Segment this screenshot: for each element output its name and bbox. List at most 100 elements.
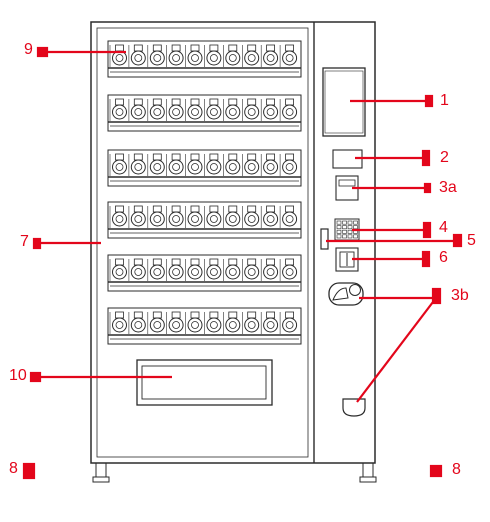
keypad-key xyxy=(336,234,342,239)
product-slot xyxy=(260,258,279,281)
keypad-key xyxy=(353,220,358,225)
product-slot xyxy=(242,258,260,281)
product-slot xyxy=(147,98,165,121)
product-slot xyxy=(279,205,298,228)
callout-8-right: 8 xyxy=(452,461,461,478)
product-slot xyxy=(223,205,241,228)
keypad-key xyxy=(342,229,347,234)
product-slot xyxy=(109,205,127,228)
product-slot xyxy=(109,153,127,176)
product-slot xyxy=(260,205,279,228)
product-slot xyxy=(128,205,146,228)
product-slot xyxy=(242,153,260,176)
product-slot xyxy=(279,258,298,281)
product-slot xyxy=(166,98,184,121)
product-slot xyxy=(223,153,241,176)
keypad-key xyxy=(336,229,342,234)
callout-6: 6 xyxy=(439,249,448,266)
keypad-key xyxy=(342,225,347,230)
callout-10: 10 xyxy=(9,367,27,384)
marker-8-right xyxy=(429,464,443,478)
product-slot xyxy=(147,258,165,281)
change-cup xyxy=(342,398,366,417)
product-slot xyxy=(185,311,203,334)
shelf xyxy=(107,201,302,239)
product-slot xyxy=(242,311,260,334)
callout-leaders xyxy=(22,46,463,480)
shelf xyxy=(107,94,302,132)
product-slot xyxy=(147,205,165,228)
product-slot xyxy=(279,98,298,121)
product-slot xyxy=(279,311,298,334)
product-slot xyxy=(147,153,165,176)
leveling-foot-left xyxy=(92,462,110,483)
lock xyxy=(320,228,329,250)
pickup-bin xyxy=(136,359,273,406)
product-slot xyxy=(109,311,127,334)
product-slot xyxy=(260,44,279,67)
callout-3b: 3b xyxy=(451,287,469,304)
product-slot xyxy=(204,258,222,281)
product-slot xyxy=(166,258,184,281)
product-slot xyxy=(223,44,241,67)
product-slot xyxy=(260,98,279,121)
leader-3b-cup xyxy=(356,297,437,403)
callout-2: 2 xyxy=(440,149,449,166)
shelf xyxy=(107,307,302,345)
callout-7: 7 xyxy=(20,233,29,250)
product-slot xyxy=(223,258,241,281)
shelf xyxy=(107,40,302,78)
product-slot xyxy=(185,258,203,281)
product-slot xyxy=(223,98,241,121)
product-slot xyxy=(109,44,127,67)
product-slot xyxy=(242,44,260,67)
keypad-key xyxy=(347,225,353,230)
product-slot xyxy=(166,44,184,67)
product-slot xyxy=(260,153,279,176)
product-slot xyxy=(109,258,127,281)
callout-8-left: 8 xyxy=(9,460,18,477)
callout-3a: 3a xyxy=(439,179,457,196)
product-slot xyxy=(147,44,165,67)
marker-8-left xyxy=(22,462,36,480)
keypad-key xyxy=(347,229,353,234)
product-slot xyxy=(166,311,184,334)
keypad-key xyxy=(342,220,347,225)
keypad-key xyxy=(342,234,347,239)
cabinet xyxy=(90,21,376,464)
product-slot xyxy=(128,44,146,67)
product-slot xyxy=(185,44,203,67)
shelf xyxy=(107,254,302,292)
product-slot xyxy=(204,98,222,121)
product-slot xyxy=(166,153,184,176)
callout-5: 5 xyxy=(467,232,476,249)
product-slot xyxy=(223,311,241,334)
product-slot xyxy=(204,153,222,176)
product-shelves xyxy=(107,40,302,345)
product-slot xyxy=(242,205,260,228)
product-slot xyxy=(109,98,127,121)
callout-4: 4 xyxy=(439,219,448,236)
product-slot xyxy=(204,205,222,228)
keypad-key xyxy=(336,220,342,225)
product-slot xyxy=(260,311,279,334)
keypad-key xyxy=(347,220,353,225)
product-slot xyxy=(204,44,222,67)
product-slot xyxy=(185,153,203,176)
callout-1: 1 xyxy=(440,92,449,109)
product-slot xyxy=(279,153,298,176)
leveling-foot-right xyxy=(359,462,377,483)
product-slot xyxy=(128,258,146,281)
keypad-key xyxy=(347,234,353,239)
keypad-key xyxy=(353,225,358,230)
product-slot xyxy=(185,98,203,121)
product-slot xyxy=(147,311,165,334)
keypad-key xyxy=(336,225,342,230)
product-slot xyxy=(166,205,184,228)
product-slot xyxy=(242,98,260,121)
shelf xyxy=(107,149,302,187)
product-slot xyxy=(185,205,203,228)
callout-9: 9 xyxy=(24,41,33,58)
coin-return xyxy=(328,282,364,306)
